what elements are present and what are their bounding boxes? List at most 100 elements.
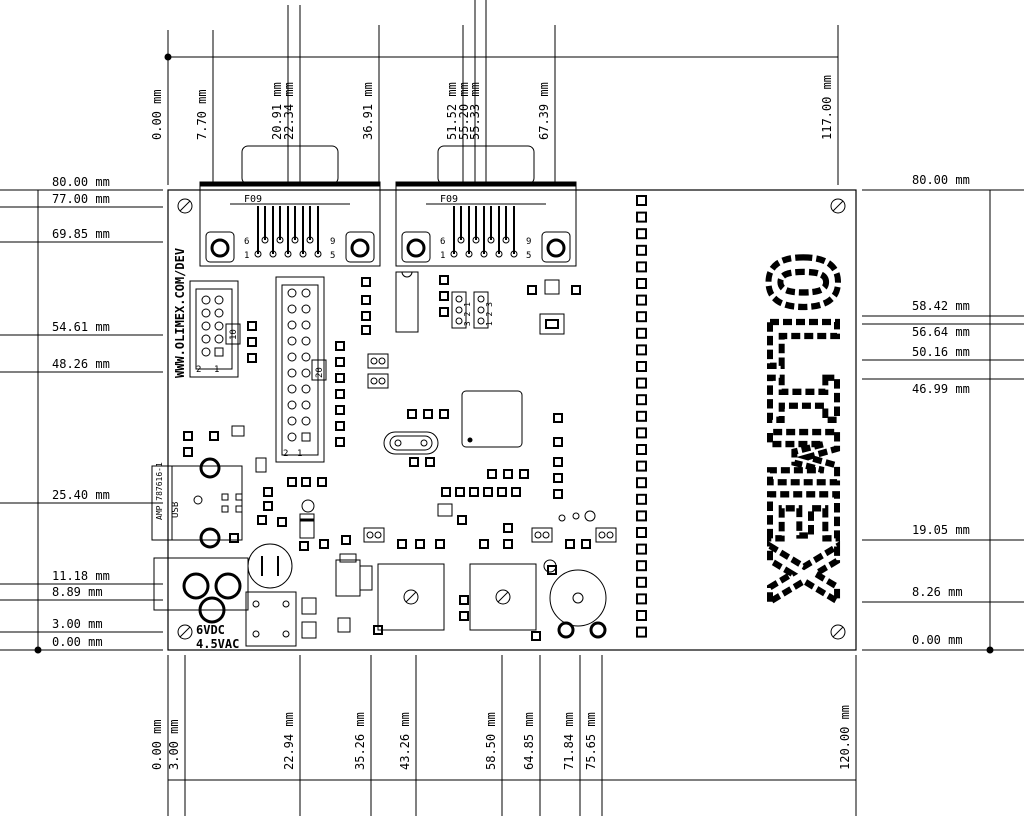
dimension-label: 48.26 mm xyxy=(52,357,110,371)
ext-header-pin xyxy=(636,576,647,588)
smd-pad xyxy=(183,447,193,457)
dimension-label: 0.00 mm xyxy=(912,633,963,647)
trimmer xyxy=(539,313,565,335)
dimension-label: 22.94 mm xyxy=(282,712,296,770)
trim-pot xyxy=(469,563,537,631)
dimension-label: 67.39 mm xyxy=(537,82,551,140)
pin-label: 1 xyxy=(440,251,445,261)
dimension-label: 22.34 mm xyxy=(282,82,296,140)
header-tag xyxy=(225,323,241,345)
header-pin xyxy=(214,308,224,318)
header-10-outline xyxy=(189,280,239,378)
mounting-hole xyxy=(177,198,193,214)
smd-pad xyxy=(553,413,563,423)
smd-pad xyxy=(183,431,193,441)
smd-pad xyxy=(301,477,311,487)
db9-hole xyxy=(210,238,230,258)
jumper-pin xyxy=(378,377,386,385)
db9-hole xyxy=(406,238,426,258)
header-pin xyxy=(287,288,297,298)
usb-part-label: AMP 787616-1 xyxy=(155,462,164,520)
header-pin xyxy=(287,368,297,378)
smd-pad xyxy=(459,595,469,605)
power-label: 6VDC xyxy=(196,623,225,637)
jumper-pin xyxy=(606,531,614,539)
ext-header-pin xyxy=(636,211,647,223)
buzzer-pin xyxy=(543,559,557,573)
jumper-pin xyxy=(542,531,550,539)
ext-header-pin xyxy=(636,493,647,505)
rectifier-pin xyxy=(282,630,290,638)
smd-pad xyxy=(439,275,449,285)
smd-pad xyxy=(319,539,329,549)
smd-pad xyxy=(439,307,449,317)
jumper-pin xyxy=(455,317,463,325)
smd-pad xyxy=(409,457,419,467)
jumper-pair xyxy=(367,373,389,389)
header-20-label: 20 xyxy=(315,367,325,378)
smd-pad xyxy=(503,469,513,479)
header-pin xyxy=(287,336,297,346)
jumper-pin xyxy=(374,531,382,539)
dimension-label: 50.16 mm xyxy=(912,345,970,359)
mounting-hole xyxy=(830,198,846,214)
jumper-pin xyxy=(477,317,485,325)
pin-label: 2 xyxy=(196,365,201,375)
header-pin xyxy=(214,295,224,305)
jumper-pin xyxy=(366,531,374,539)
pin-label: 1 xyxy=(214,365,219,375)
dimension-label: 75.65 mm xyxy=(584,712,598,770)
trim-pot-mark xyxy=(405,591,417,603)
header-pin xyxy=(201,347,211,357)
trim-pot-center xyxy=(495,589,511,605)
dimension-label: 117.00 mm xyxy=(820,75,834,140)
ext-header-pin xyxy=(636,427,647,439)
dimension-label: 7.70 mm xyxy=(195,89,209,140)
smd-pad xyxy=(455,487,465,497)
db9-shell xyxy=(241,145,339,185)
header-pin xyxy=(201,308,211,318)
usb-pad xyxy=(221,493,229,501)
smd-pad xyxy=(277,517,287,527)
db9-pin xyxy=(502,236,510,244)
header-pin xyxy=(301,336,311,346)
dimension-label: 0.00 mm xyxy=(150,89,164,140)
db9-pin xyxy=(314,250,322,258)
db9-flange xyxy=(199,181,381,187)
smd-pad xyxy=(479,539,489,549)
pin-label: 5 xyxy=(330,251,335,261)
smd-pad xyxy=(483,487,493,497)
smd-pad xyxy=(341,535,351,545)
db9-hole xyxy=(546,238,566,258)
ext-header-pin xyxy=(636,244,647,256)
dimension-label: 11.18 mm xyxy=(52,569,110,583)
via xyxy=(584,510,596,522)
db9-pin xyxy=(457,236,465,244)
dip-notch xyxy=(401,271,413,278)
dimension-label: 69.85 mm xyxy=(52,227,110,241)
mounting-hole-mark xyxy=(832,626,844,638)
smd-pad xyxy=(317,477,327,487)
test-point xyxy=(301,499,315,513)
dimension-label: 55.33 mm xyxy=(468,82,482,140)
jumper-pair xyxy=(363,527,385,543)
dimension-label: 56.64 mm xyxy=(912,325,970,339)
dip-ic xyxy=(395,271,419,333)
header-pin xyxy=(214,334,224,344)
dimension-label: 80.00 mm xyxy=(52,175,110,189)
header-pin xyxy=(301,368,311,378)
smd-pad xyxy=(335,389,345,399)
regulator-pad xyxy=(339,553,357,563)
smd-pad xyxy=(335,357,345,367)
pin-label: 2 xyxy=(283,449,288,459)
smd-pad xyxy=(565,539,575,549)
smd-pad xyxy=(469,487,479,497)
dimension-label: 36.91 mm xyxy=(361,82,375,140)
jumper-pair xyxy=(367,353,389,369)
db9-pin xyxy=(487,236,495,244)
dimension-label: 77.00 mm xyxy=(52,192,110,206)
jumper-pin xyxy=(455,295,463,303)
dimension-label: 0.00 mm xyxy=(52,635,103,649)
